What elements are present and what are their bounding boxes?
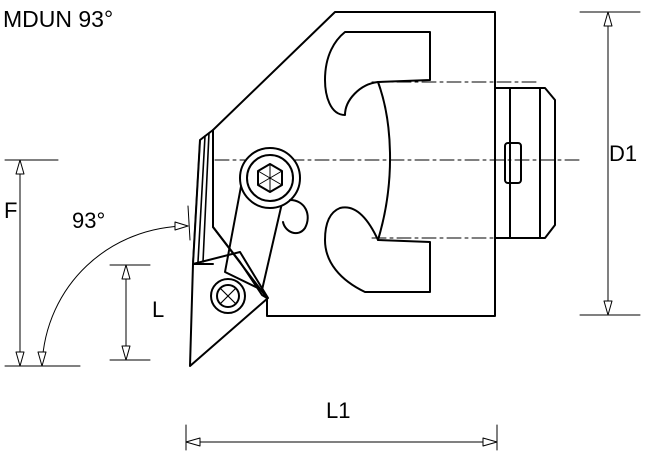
- screw-boss: [282, 199, 309, 235]
- dimension-d1: [579, 11, 641, 316]
- coupling-shank: [494, 87, 556, 239]
- dimension-l1: [185, 424, 498, 451]
- curved-contour: [377, 81, 392, 241]
- dimension-l: [109, 264, 151, 361]
- cutting-insert: [189, 251, 269, 367]
- pocket-inner-contour: [212, 226, 268, 299]
- insert-screw: [210, 278, 246, 314]
- dimension-label-l1: L1: [326, 398, 351, 423]
- dimension-label-l: L: [152, 297, 165, 322]
- dimension-label-f: F: [4, 198, 18, 223]
- lower-clamp-slot: [324, 206, 431, 293]
- upper-clamp-slot: [324, 31, 431, 116]
- dimension-angle: [37, 205, 191, 367]
- dimension-label-angle: 93°: [72, 208, 106, 233]
- holder-body: [212, 11, 496, 317]
- shank-pin: [504, 142, 522, 184]
- dimension-f: [4, 159, 81, 367]
- clamp-screw-upper: [239, 147, 301, 209]
- drawing-title: MDUN 93°: [3, 6, 114, 32]
- dimension-label-d1: D1: [609, 141, 638, 166]
- cutting-edge-lines: [192, 132, 210, 263]
